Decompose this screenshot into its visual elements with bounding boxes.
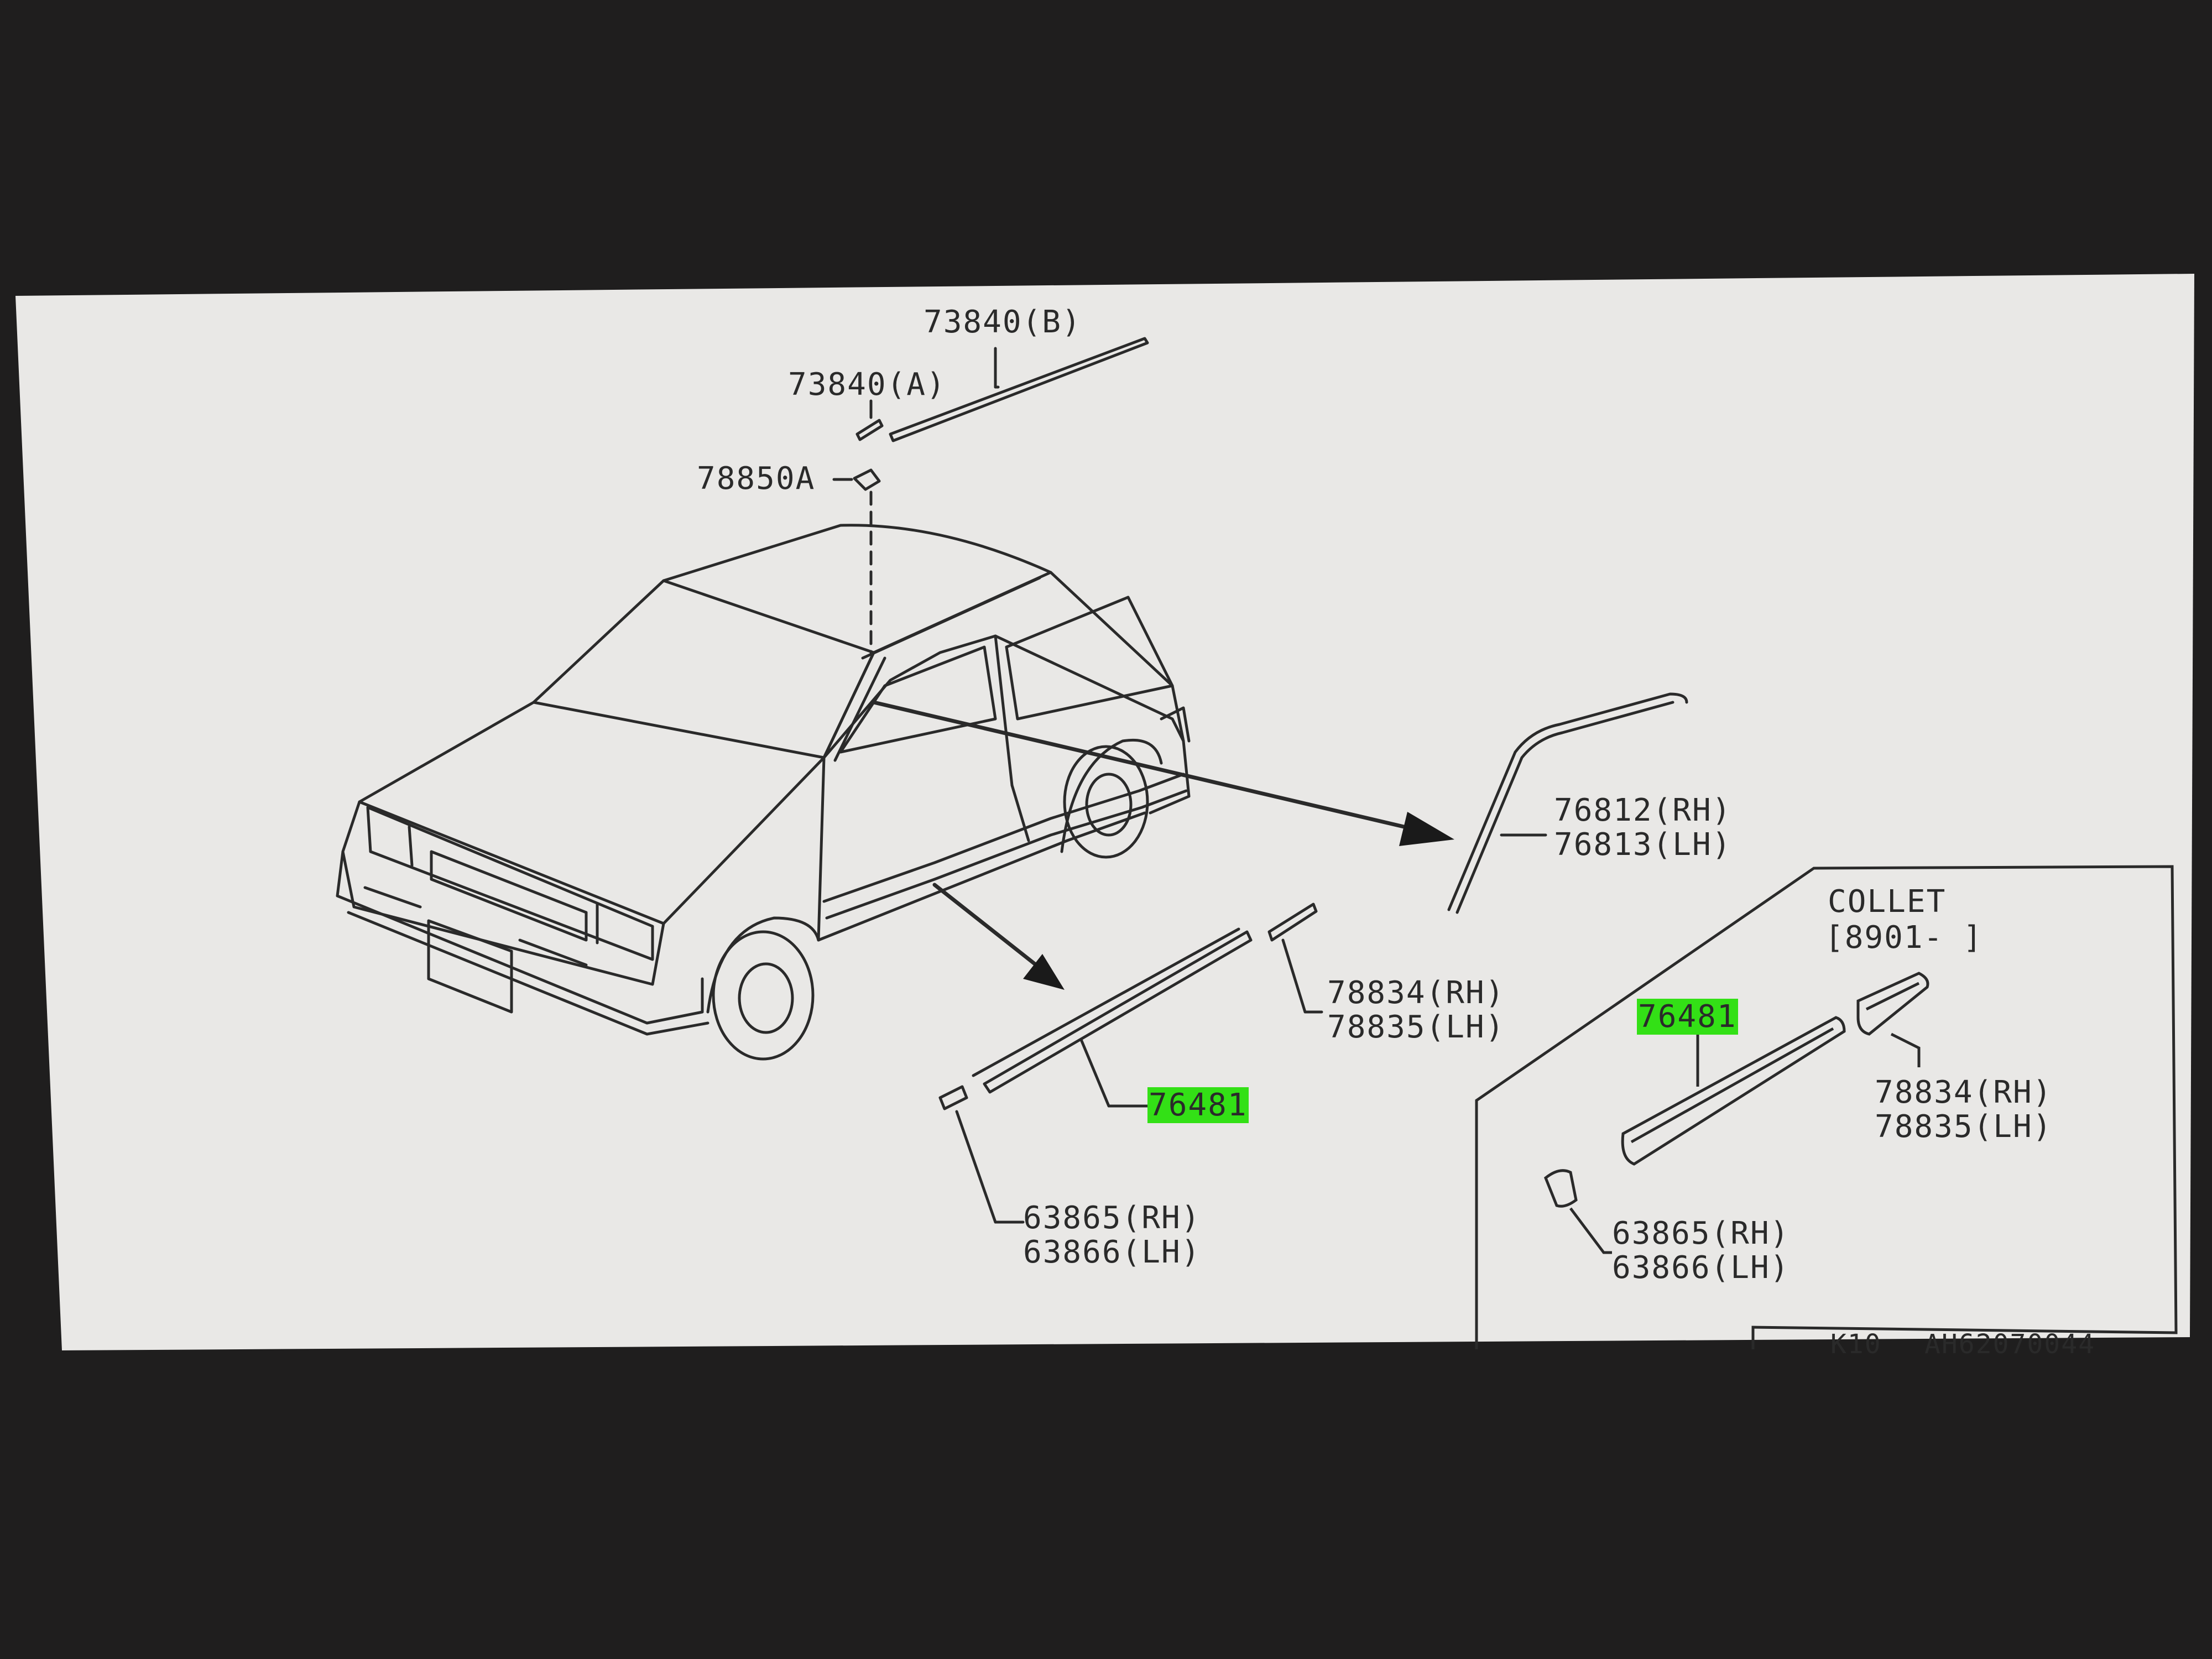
inset-label-end-cap-lh: 63866(LH) bbox=[1612, 1250, 1790, 1286]
roof-molding-parts bbox=[832, 337, 1149, 654]
door-sash-molding bbox=[1447, 692, 1688, 914]
label-mud-guard-rh: 78834(RH) bbox=[1327, 975, 1505, 1011]
footer-model-code: K10 bbox=[1830, 1329, 1882, 1360]
inset-label-mud-guard-lh: 78835(LH) bbox=[1875, 1109, 2053, 1145]
label-mud-guard-lh: 78835(LH) bbox=[1327, 1009, 1505, 1045]
inset-box bbox=[1475, 865, 2178, 1349]
side-molding-part bbox=[938, 902, 1323, 1224]
inset-label-end-cap-rh: 63865(RH) bbox=[1612, 1215, 1790, 1251]
label-end-cap-rh: 63865(RH) bbox=[1023, 1200, 1201, 1236]
paper-sheet bbox=[15, 274, 2194, 1350]
inset-date-code: [8901- ] bbox=[1825, 920, 1983, 956]
inset-label-mud-guard-rh: 78834(RH) bbox=[1875, 1074, 2053, 1110]
label-roof-clip: 78850A bbox=[697, 461, 816, 497]
label-side-molding: 76481 bbox=[1147, 1087, 1249, 1123]
pointer-arrows bbox=[872, 700, 1418, 970]
arrow-head-sash bbox=[1399, 812, 1454, 846]
label-sash-rh: 76812(RH) bbox=[1554, 792, 1732, 828]
label-roof-molding-a: 73840(A) bbox=[788, 367, 946, 403]
inset-title: COLLET bbox=[1828, 884, 1947, 920]
inset-label-side-molding: 76481 bbox=[1637, 999, 1738, 1035]
footer-drawing-number: AH62070044 bbox=[1924, 1329, 2095, 1360]
label-sash-lh: 76813(LH) bbox=[1554, 827, 1732, 863]
arrow-head-molding bbox=[1023, 954, 1065, 990]
label-roof-molding-b: 73840(B) bbox=[924, 304, 1082, 340]
car-outline bbox=[336, 524, 1191, 1061]
label-end-cap-lh: 63866(LH) bbox=[1023, 1234, 1201, 1270]
